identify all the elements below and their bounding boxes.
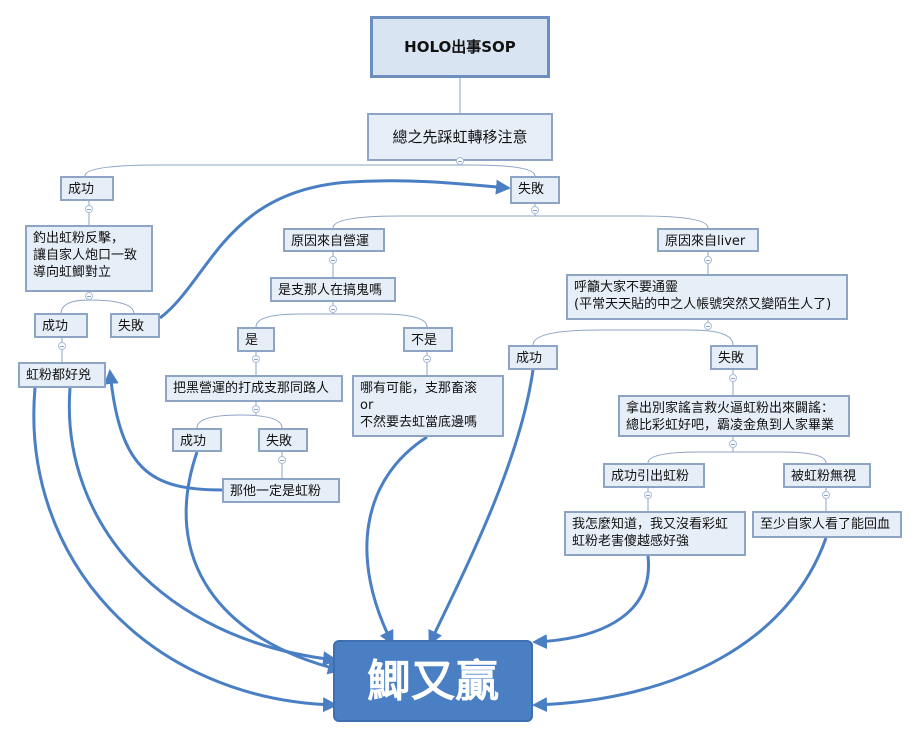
collapse-toggle[interactable] (252, 405, 260, 413)
is-china-node: 是支那人在搞鬼嗎 (270, 277, 396, 302)
yes-node: 是 (237, 327, 275, 352)
rumor-node: 拿出別家謠言救火逼虹粉出來闢謠： 總比彩虹好吧，霸凌金魚到人家畢業 (618, 395, 850, 437)
connector-rumor-children (647, 437, 827, 464)
call-family-node: 呼籲大家不要通靈 (平常天天貼的中之人帳號突然又變陌生人了) (566, 274, 848, 320)
hongfen-fierce-node: 虹粉都好兇 (18, 362, 106, 388)
how-know-node: 我怎麼知道，我又沒看彩虹 虹粉老害傻越感好強 (564, 511, 746, 556)
arrow-howknow-to-win (532, 555, 650, 650)
blame-management-node: 把黑營運的打成支那同路人 (165, 375, 343, 402)
collapse-toggle[interactable] (423, 355, 431, 363)
connector-blame-children (196, 402, 283, 429)
connector-ischina-children (255, 302, 428, 328)
collapse-toggle[interactable] (278, 456, 286, 464)
arrow-maybe-to-win (365, 435, 428, 646)
at-least-node: 至少自家人看了能回血 (752, 511, 902, 538)
collapse-toggle[interactable] (329, 305, 337, 313)
must-be-hongfen-node: 那他一定是虹粉 (222, 478, 340, 503)
no-node: 不是 (403, 327, 453, 352)
collapse-toggle[interactable] (729, 374, 737, 382)
ignored-node: 被虹粉無視 (783, 463, 871, 488)
collapse-toggle[interactable] (729, 440, 737, 448)
fail-node-2: 失敗 (110, 313, 160, 338)
arrow-must-to-hongfen (103, 369, 223, 492)
collapse-toggle[interactable] (531, 206, 539, 214)
connector-bait-children (60, 292, 135, 315)
collapse-toggle[interactable] (704, 256, 712, 264)
collapse-toggle[interactable] (822, 491, 830, 499)
collapse-toggle[interactable] (644, 491, 652, 499)
lure-success-node: 成功引出虹粉 (603, 463, 705, 488)
arrow-success4-to-win (428, 369, 535, 646)
fail-node-4: 失敗 (710, 345, 758, 370)
step-ignite-node: 總之先踩虹轉移注意 (367, 113, 553, 161)
collapse-toggle[interactable] (329, 256, 337, 264)
success-node-3: 成功 (172, 428, 222, 452)
win-node: 鯽又贏 (333, 640, 533, 722)
arrow-atleast-to-win (532, 537, 828, 713)
success-node-4: 成功 (508, 345, 558, 370)
collapse-toggle[interactable] (58, 342, 66, 350)
fail-node-1: 失敗 (510, 176, 560, 204)
success-node-1: 成功 (60, 176, 114, 201)
collapse-toggle[interactable] (85, 205, 93, 213)
arrow-hongfen-to-win-1 (67, 387, 338, 667)
arrow-success3-to-win (184, 451, 343, 675)
arrow-fail2-to-fail1 (159, 179, 511, 320)
arrow-hongfen-to-win-2 (32, 387, 338, 713)
fail-node-3: 失敗 (258, 428, 308, 452)
bait-node: 釣出虹粉反擊， 讓自家人炮口一致 導向虹鯽對立 (25, 225, 153, 292)
collapse-toggle[interactable] (704, 322, 712, 330)
connector-step1-children (84, 161, 536, 177)
connector-fail1-children (332, 204, 709, 229)
title-node: HOLO出事SOP (370, 16, 550, 78)
connector-call-children (532, 320, 734, 346)
collapse-toggle[interactable] (85, 292, 93, 300)
maybe-node: 哪有可能，支那畜滚 or 不然要去虹當底邊嗎 (352, 375, 504, 437)
cause-liver-node: 原因來自liver (657, 228, 759, 252)
success-node-2: 成功 (34, 313, 88, 338)
cause-management-node: 原因來自營運 (283, 228, 385, 252)
collapse-toggle[interactable] (456, 157, 464, 165)
collapse-toggle[interactable] (252, 355, 260, 363)
